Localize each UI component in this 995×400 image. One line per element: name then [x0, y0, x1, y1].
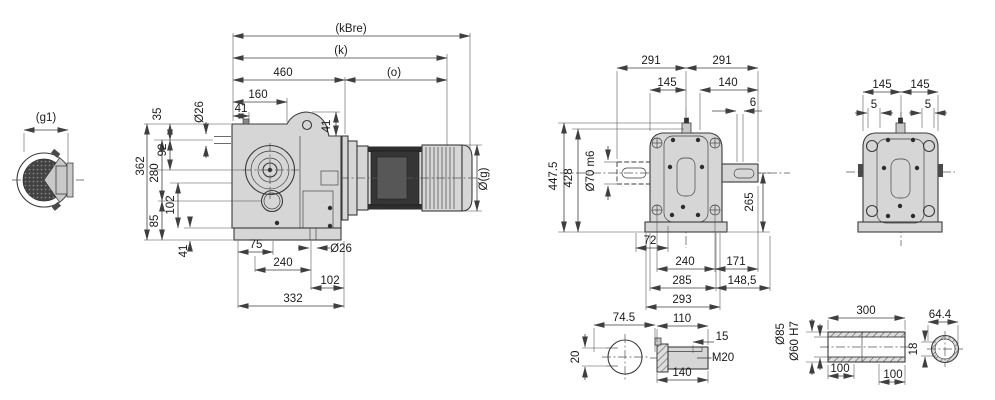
dim-41-top: 41 — [235, 103, 248, 115]
dim-145-left: 145 — [872, 79, 891, 91]
dim-dia85: Ø85 — [775, 323, 787, 345]
dim-5-right: 5 — [925, 99, 931, 111]
dim-41-eye: 41 — [321, 120, 333, 133]
dim-6: 6 — [750, 97, 756, 109]
dim-kbre: (kBre) — [335, 23, 366, 35]
view-fan-end: (g1) — [12, 112, 84, 211]
dim-dia26-foot: Ø26 — [330, 243, 352, 255]
rear-breather — [895, 122, 906, 134]
dim-100-left: 100 — [830, 363, 849, 375]
front-housing — [649, 132, 723, 223]
dim-110: 110 — [673, 313, 691, 325]
dim-64-4: 64.4 — [929, 309, 952, 321]
dim-285: 285 — [672, 275, 691, 287]
dim-5-left: 5 — [871, 99, 877, 111]
dim-g1: (g1) — [36, 112, 57, 124]
detail-shaft-section: 74.5 20 — [570, 312, 656, 380]
dim-148-5: 148,5 — [728, 275, 757, 287]
dim-72: 72 — [644, 235, 657, 247]
dim-102-bottom: 102 — [320, 275, 339, 287]
dim-300: 300 — [856, 305, 875, 317]
mounting-screws — [651, 137, 721, 216]
dim-74-5: 74.5 — [613, 312, 635, 324]
dim-15: 15 — [716, 331, 729, 343]
gearbox-foot — [233, 227, 342, 241]
view-rear: 145 145 5 5 — [846, 79, 955, 246]
dim-145-right: 145 — [910, 79, 929, 91]
breather-valve — [681, 122, 692, 134]
dim-265: 265 — [744, 192, 756, 211]
dim-447-5: 447.5 — [548, 162, 560, 191]
dim-35: 35 — [152, 108, 164, 121]
dim-140-detail: 140 — [672, 367, 691, 379]
dim-171: 171 — [726, 256, 745, 268]
dim-92: 92 — [157, 144, 169, 157]
dim-m20: M20 — [712, 352, 734, 364]
lifting-eye-hole — [301, 119, 313, 131]
output-shaft — [721, 163, 759, 183]
dim-140: 140 — [718, 77, 737, 89]
dim-362: 362 — [135, 156, 147, 175]
dim-291-right: 291 — [712, 55, 731, 67]
detail-shaft-end: M20 110 15 140 — [650, 313, 734, 383]
dim-dia26-left: Ø26 — [194, 101, 206, 123]
dim-85: 85 — [149, 215, 161, 228]
dim-dia60-h7: Ø60 H7 — [789, 321, 801, 361]
dim-100-right: 100 — [883, 369, 902, 381]
rear-housing — [862, 132, 939, 223]
dim-332: 332 — [283, 293, 302, 305]
dim-20: 20 — [570, 351, 582, 364]
output-shaft-boss — [243, 143, 299, 199]
dim-dia70-m6: Ø70 m6 — [585, 151, 597, 192]
front-foot — [644, 221, 728, 233]
dim-41-foot: 41 — [178, 245, 190, 258]
dim-293: 293 — [672, 294, 691, 306]
view-side: (kBre) (k) 460 (o) 160 41 362 280 85 35 … — [135, 23, 490, 309]
dim-240-front: 240 — [675, 256, 694, 268]
dim-o: (o) — [387, 67, 401, 79]
dim-280: 280 — [149, 163, 161, 182]
dim-240-side: 240 — [273, 257, 292, 269]
detail-hollow-shaft: 300 Ø85 Ø60 H7 100 100 — [775, 305, 912, 385]
phantom-shaft — [616, 161, 650, 185]
dim-460: 460 — [273, 67, 292, 79]
dim-291-left: 291 — [641, 55, 660, 67]
dim-75: 75 — [250, 239, 263, 251]
hollow-shaft — [827, 331, 906, 363]
dim-18: 18 — [908, 343, 920, 356]
dim-160: 160 — [248, 89, 267, 101]
rear-foot — [857, 221, 943, 233]
dim-102-left: 102 — [165, 195, 177, 214]
dim-dia-g: Ø(g) — [478, 167, 490, 190]
detail-bore-section: 64.4 18 — [908, 309, 963, 368]
view-front: 291 291 145 140 6 447.5 428 Ø70 m6 265 7… — [548, 55, 790, 310]
dim-145: 145 — [657, 77, 676, 89]
motor — [340, 135, 480, 221]
dim-k: (k) — [334, 45, 348, 57]
dim-428: 428 — [563, 168, 575, 187]
